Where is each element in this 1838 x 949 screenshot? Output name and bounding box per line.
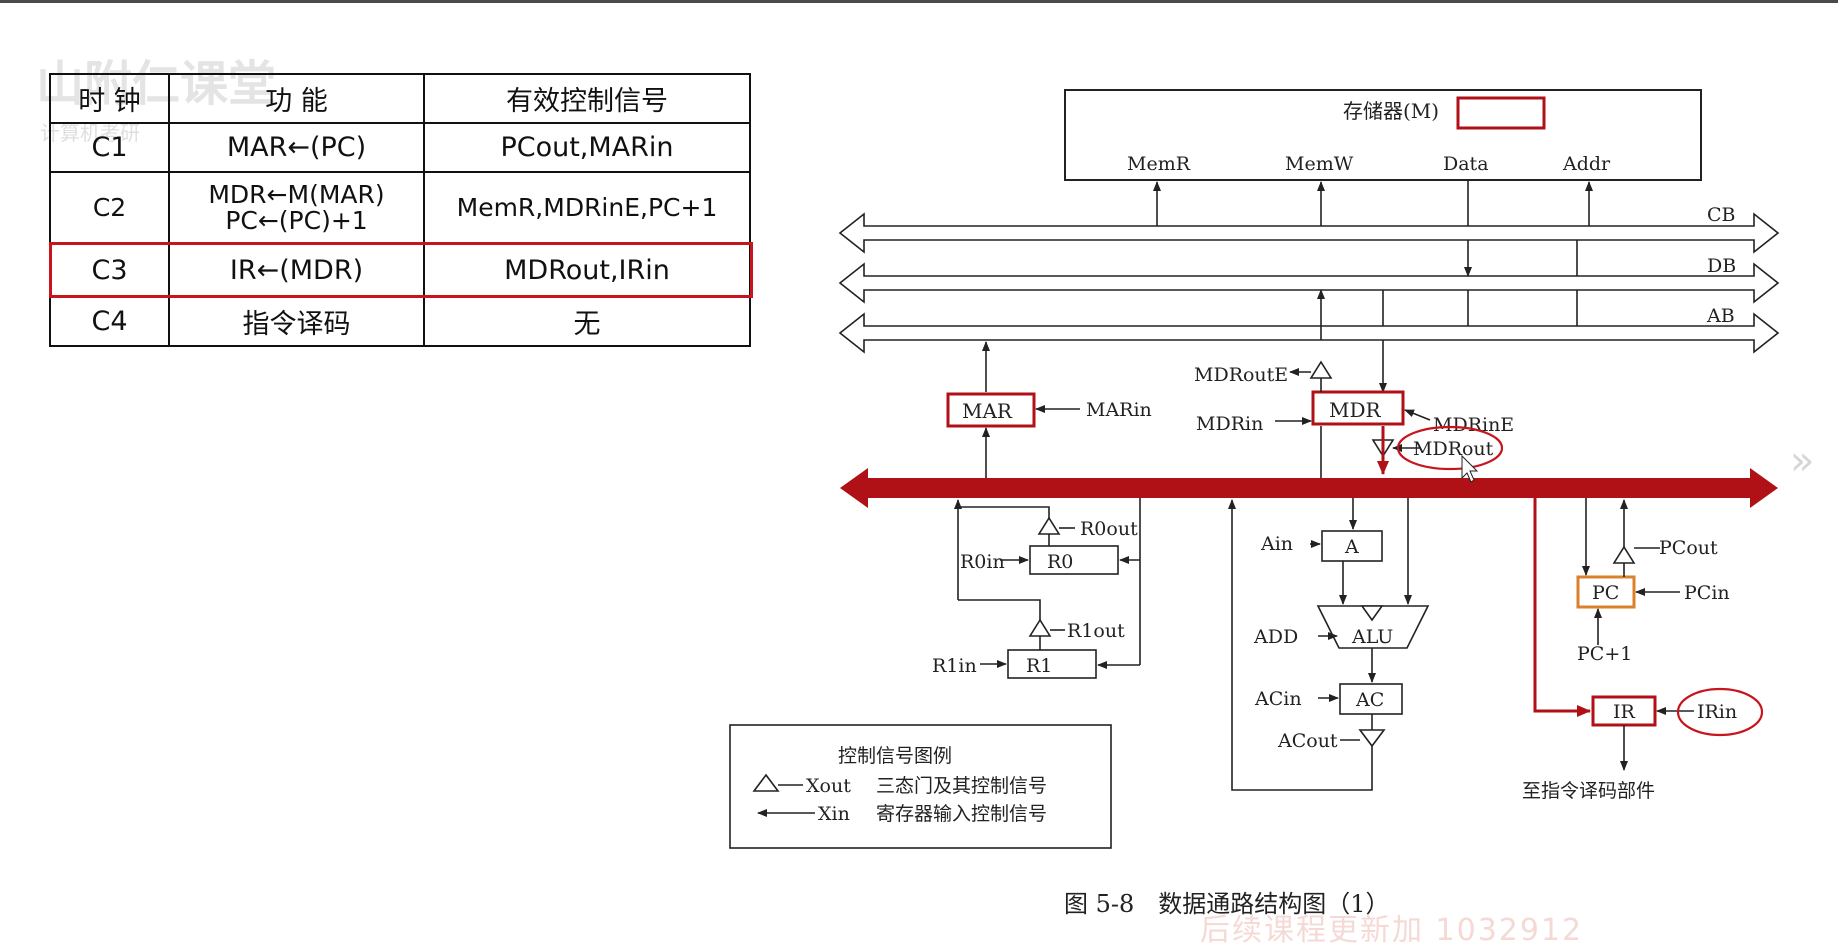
- cell-signals: PCout,MARin: [423, 122, 751, 173]
- ir-register: IR: [1591, 695, 1657, 727]
- mar-label: MAR: [962, 399, 1013, 423]
- mdrout-signal: MDRout: [1413, 438, 1494, 460]
- ir-label: IR: [1613, 701, 1636, 723]
- addr-label: Addr: [1562, 153, 1611, 175]
- cell-signals: 无: [423, 296, 751, 347]
- db-bus: [838, 262, 1780, 304]
- ain-signal: Ain: [1260, 533, 1293, 555]
- cell-function: IR←(MDR): [168, 243, 425, 298]
- memory-block: 存储器(M) MemR MemW Data Addr: [1064, 89, 1702, 181]
- system-buses: [838, 212, 1780, 354]
- ab-label: AB: [1706, 305, 1735, 327]
- header-signals: 有效控制信号: [423, 73, 751, 124]
- cb-label: CB: [1707, 204, 1736, 226]
- cell-function-line1: MDR←M(MAR): [208, 179, 385, 209]
- control-signal-table: 时 钟 功 能 有效控制信号 C1 MAR←(PC) PCout,MARin C…: [49, 73, 751, 347]
- next-slide-icon[interactable]: »: [1790, 438, 1815, 484]
- ac-label: AC: [1355, 689, 1384, 711]
- mdrout-highlight-circle: [1396, 425, 1504, 471]
- marin-signal: MARin: [1086, 399, 1152, 421]
- cb-bus: [838, 212, 1780, 254]
- table-row: C4 指令译码 无: [49, 296, 751, 347]
- cell-function: MDR←M(MAR) PC←(PC)+1: [168, 171, 425, 245]
- r1in-signal: R1in: [932, 655, 977, 677]
- ac-register: AC: [1339, 683, 1403, 715]
- mdr-register: MDR: [1311, 390, 1405, 426]
- table-row: C2 MDR←M(MAR) PC←(PC)+1 MemR,MDRinE,PC+1: [49, 171, 751, 245]
- pc-label: PC: [1592, 582, 1619, 604]
- cell-clock: C4: [49, 296, 170, 347]
- datapath-diagram: 存储器(M) MemR MemW Data Addr CB DB AB MAR: [729, 89, 1780, 918]
- r0out-signal: R0out: [1080, 518, 1138, 540]
- memory-highlight-box: [1456, 96, 1546, 130]
- pc-plus1-signal: PC+1: [1577, 643, 1632, 665]
- pcout-signal: PCout: [1659, 537, 1718, 559]
- cell-signals: MemR,MDRinE,PC+1: [423, 171, 751, 245]
- r1out-signal: R1out: [1067, 620, 1125, 642]
- r0-register: R0: [1029, 545, 1119, 575]
- table-row: C1 MAR←(PC) PCout,MARin: [49, 122, 751, 173]
- header-clock: 时 钟: [49, 73, 170, 124]
- alu-unit: ALU: [1316, 605, 1430, 649]
- pcin-signal: PCin: [1684, 582, 1730, 604]
- cell-clock: C1: [49, 122, 170, 173]
- mar-register: MAR: [946, 392, 1036, 428]
- cell-signals: MDRout,IRin: [423, 243, 751, 298]
- table-header-row: 时 钟 功 能 有效控制信号: [49, 73, 751, 124]
- r0-label: R0: [1047, 551, 1073, 573]
- legend-xout-desc: 三态门及其控制信号: [876, 775, 1047, 797]
- cell-function-line2: PC←(PC)+1: [225, 206, 368, 235]
- internal-bus: [840, 468, 1778, 508]
- legend-box: 控制信号图例 Xout 三态门及其控制信号 Xin 寄存器输入控制信号: [729, 724, 1112, 849]
- mdrine-signal: MDRinE: [1433, 414, 1514, 436]
- header-function: 功 能: [168, 73, 425, 124]
- memw-label: MemW: [1285, 153, 1354, 175]
- acin-signal: ACin: [1254, 688, 1302, 710]
- memr-label: MemR: [1127, 153, 1191, 175]
- mdrin-signal: MDRin: [1196, 413, 1263, 435]
- decode-target: 至指令译码部件: [1522, 780, 1655, 802]
- top-border: [0, 0, 1838, 3]
- cell-function: 指令译码: [168, 296, 425, 347]
- memory-connections: [1153, 180, 1593, 393]
- add-signal: ADD: [1253, 626, 1298, 648]
- r0in-signal: R0in: [960, 551, 1005, 573]
- legend-xin: Xin: [818, 803, 850, 825]
- cell-function: MAR←(PC): [168, 122, 425, 173]
- irin-highlight-circle: [1676, 687, 1764, 737]
- db-label: DB: [1707, 255, 1736, 277]
- a-label: A: [1344, 536, 1359, 558]
- acout-signal: ACout: [1277, 730, 1338, 752]
- mouse-cursor-icon: [1461, 454, 1479, 483]
- mdr-label: MDR: [1329, 398, 1382, 422]
- legend-xin-desc: 寄存器输入控制信号: [876, 803, 1047, 825]
- mdroute-signal: MDRoutE: [1194, 364, 1288, 386]
- legend-xout: Xout: [806, 775, 851, 797]
- table-row-highlighted: C3 IR←(MDR) MDRout,IRin: [49, 243, 751, 298]
- r1-register: R1: [1007, 649, 1097, 679]
- data-label: Data: [1443, 153, 1489, 175]
- r1-label: R1: [1026, 655, 1052, 677]
- a-register: A: [1321, 530, 1383, 562]
- alu-label: ALU: [1351, 626, 1393, 648]
- pc-register: PC: [1576, 575, 1636, 609]
- figure-caption: 图 5-8 数据通路结构图（1）: [1064, 890, 1390, 918]
- memory-label: 存储器(M): [1343, 99, 1439, 123]
- irin-signal: IRin: [1697, 701, 1737, 723]
- legend-title: 控制信号图例: [838, 745, 952, 767]
- ab-bus: [838, 312, 1780, 354]
- cell-clock: C2: [49, 171, 170, 245]
- ir-load-path: [1533, 498, 1591, 717]
- tristate-gate-icon: [752, 773, 780, 792]
